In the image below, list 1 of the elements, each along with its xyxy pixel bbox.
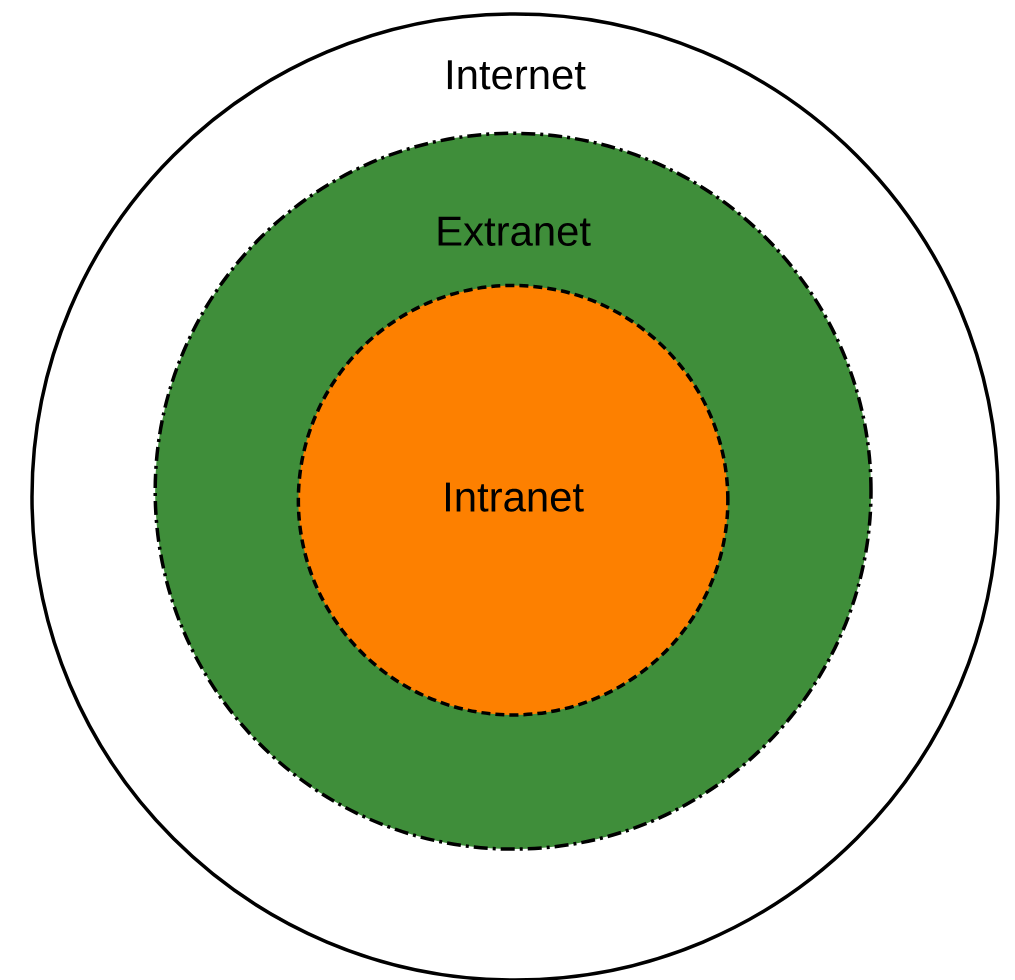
circle-region: Intranet — [296, 283, 730, 717]
